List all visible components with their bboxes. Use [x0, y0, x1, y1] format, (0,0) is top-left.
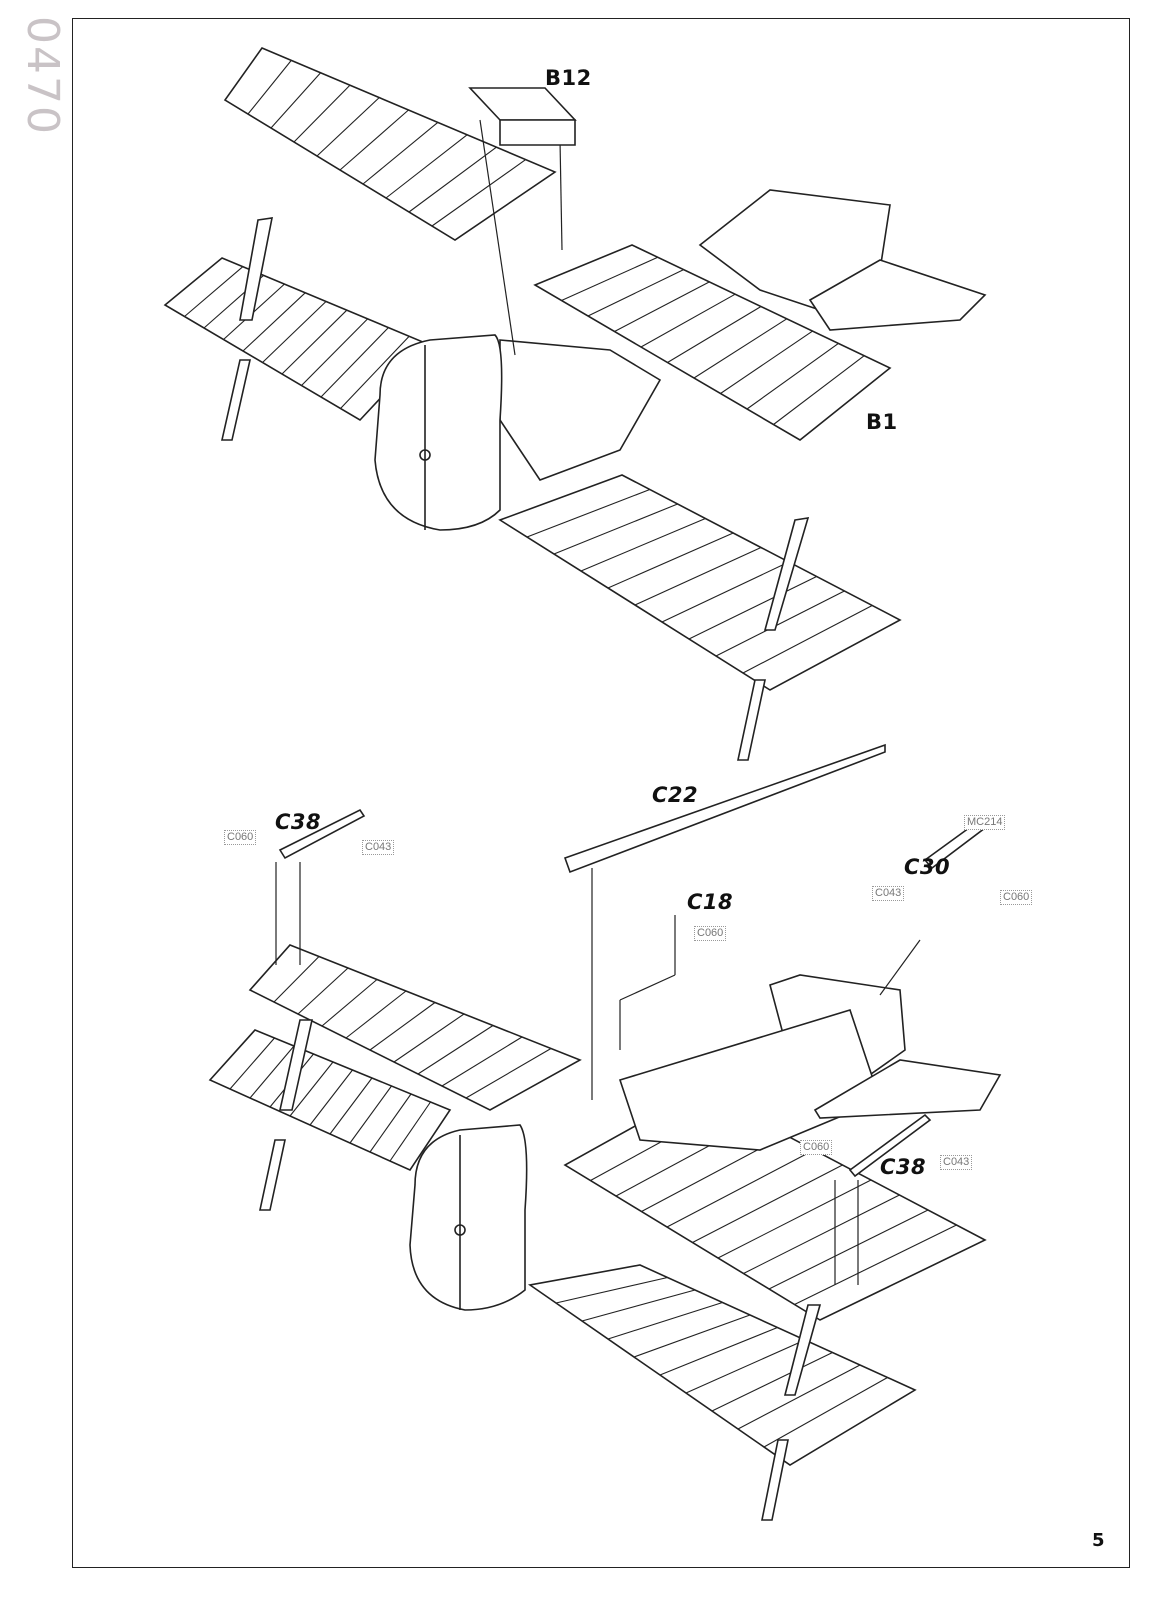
- wing-rib: [273, 956, 320, 1003]
- page-border: [72, 18, 1130, 1568]
- wing-rib: [587, 269, 684, 317]
- wing-panel: [163, 257, 432, 422]
- wing-rib: [309, 1069, 353, 1126]
- wing-rib: [369, 1002, 436, 1051]
- part-label-c38-right: C38: [880, 1155, 927, 1179]
- paint-ref: C060: [694, 926, 727, 941]
- wing-rib: [561, 256, 659, 302]
- wing-rib: [408, 146, 497, 213]
- wing-panel: [248, 944, 582, 1111]
- wing-rib: [666, 1149, 815, 1228]
- part-label-b12: B12: [545, 66, 592, 90]
- wing-rib: [417, 1025, 494, 1075]
- wing-rib: [389, 1101, 431, 1162]
- wing-rib: [465, 1048, 552, 1099]
- wing-rib: [301, 318, 368, 386]
- wing-rib: [320, 327, 389, 398]
- wing-rib: [737, 1364, 861, 1430]
- wing-rib: [262, 301, 327, 363]
- wing-rib: [369, 1093, 412, 1153]
- wing-rib: [607, 1301, 723, 1340]
- part-label-b1: B1: [866, 410, 898, 434]
- paint-ref: C060: [224, 830, 257, 845]
- wing-rib: [289, 1061, 334, 1117]
- wing-rib: [345, 990, 407, 1039]
- paint-ref: C043: [362, 840, 395, 855]
- wing-rib: [580, 517, 706, 572]
- wing-rib: [229, 1037, 275, 1090]
- wing-rib: [717, 1179, 872, 1259]
- wing-rib: [329, 1077, 373, 1135]
- wing-rib: [321, 979, 378, 1027]
- part-label-c30: C30: [904, 855, 951, 879]
- wing-rib: [270, 72, 322, 129]
- wing-rib: [720, 330, 813, 394]
- wing-rib: [692, 1164, 843, 1243]
- wing-rib: [555, 1276, 668, 1304]
- page-number: 5: [1092, 1530, 1105, 1551]
- wing-rib: [393, 1013, 465, 1063]
- wing-rib: [340, 335, 410, 409]
- wing-rib: [247, 60, 292, 115]
- wing-rib: [743, 1194, 900, 1274]
- wing-rib: [242, 292, 306, 352]
- wing-rib: [794, 1224, 957, 1305]
- wing-rib: [553, 503, 678, 555]
- paint-ref: C060: [800, 1140, 833, 1155]
- paint-ref: C043: [940, 1155, 973, 1170]
- fuselage-bottom: [259, 743, 1002, 1521]
- part-label-c18: C18: [687, 890, 734, 914]
- wing-rib: [316, 97, 380, 157]
- wing-rib: [715, 590, 845, 657]
- wing-rib: [297, 967, 349, 1015]
- wing-panel: [498, 474, 902, 691]
- wing-rib: [688, 576, 817, 640]
- wing-panel: [223, 47, 557, 241]
- wing-rib: [281, 309, 348, 375]
- wing-rib: [614, 281, 710, 332]
- wing-rib: [634, 546, 762, 606]
- wing-rib: [742, 605, 873, 674]
- paint-ref: C043: [872, 886, 905, 901]
- wing-rib: [581, 1289, 696, 1322]
- wing-rib: [184, 266, 244, 317]
- wing-rib: [667, 306, 762, 363]
- paint-ref: C060: [1000, 890, 1033, 905]
- wing-rib: [385, 134, 468, 199]
- wing-rib: [661, 561, 790, 623]
- wing-rib: [607, 532, 734, 589]
- wing-rib: [339, 109, 409, 171]
- wing-rib: [362, 121, 439, 185]
- wing-rib: [431, 159, 527, 227]
- wing-rib: [685, 1339, 806, 1394]
- fuselage-top: [221, 87, 987, 761]
- wing-panel: [527, 1264, 917, 1466]
- wing-rib: [441, 1036, 523, 1087]
- part-label-c38-left: C38: [275, 810, 322, 834]
- wing-rib: [526, 488, 650, 538]
- wing-rib: [349, 1085, 392, 1144]
- paint-ref: MC214: [964, 815, 1006, 830]
- wing-rib: [633, 1314, 751, 1358]
- wing-rib: [249, 1045, 295, 1099]
- wing-rib: [768, 1209, 929, 1290]
- part-label-c22: C22: [652, 783, 699, 807]
- wing-rib: [763, 1377, 888, 1448]
- wing-rib: [293, 84, 351, 143]
- wing-rib: [659, 1326, 778, 1376]
- wing-rib: [773, 355, 865, 425]
- wing-rib: [711, 1352, 833, 1412]
- wing-rib: [640, 293, 736, 348]
- wing-rib: [693, 318, 788, 379]
- wing-panel: [533, 244, 892, 441]
- wing-rib: [746, 342, 839, 410]
